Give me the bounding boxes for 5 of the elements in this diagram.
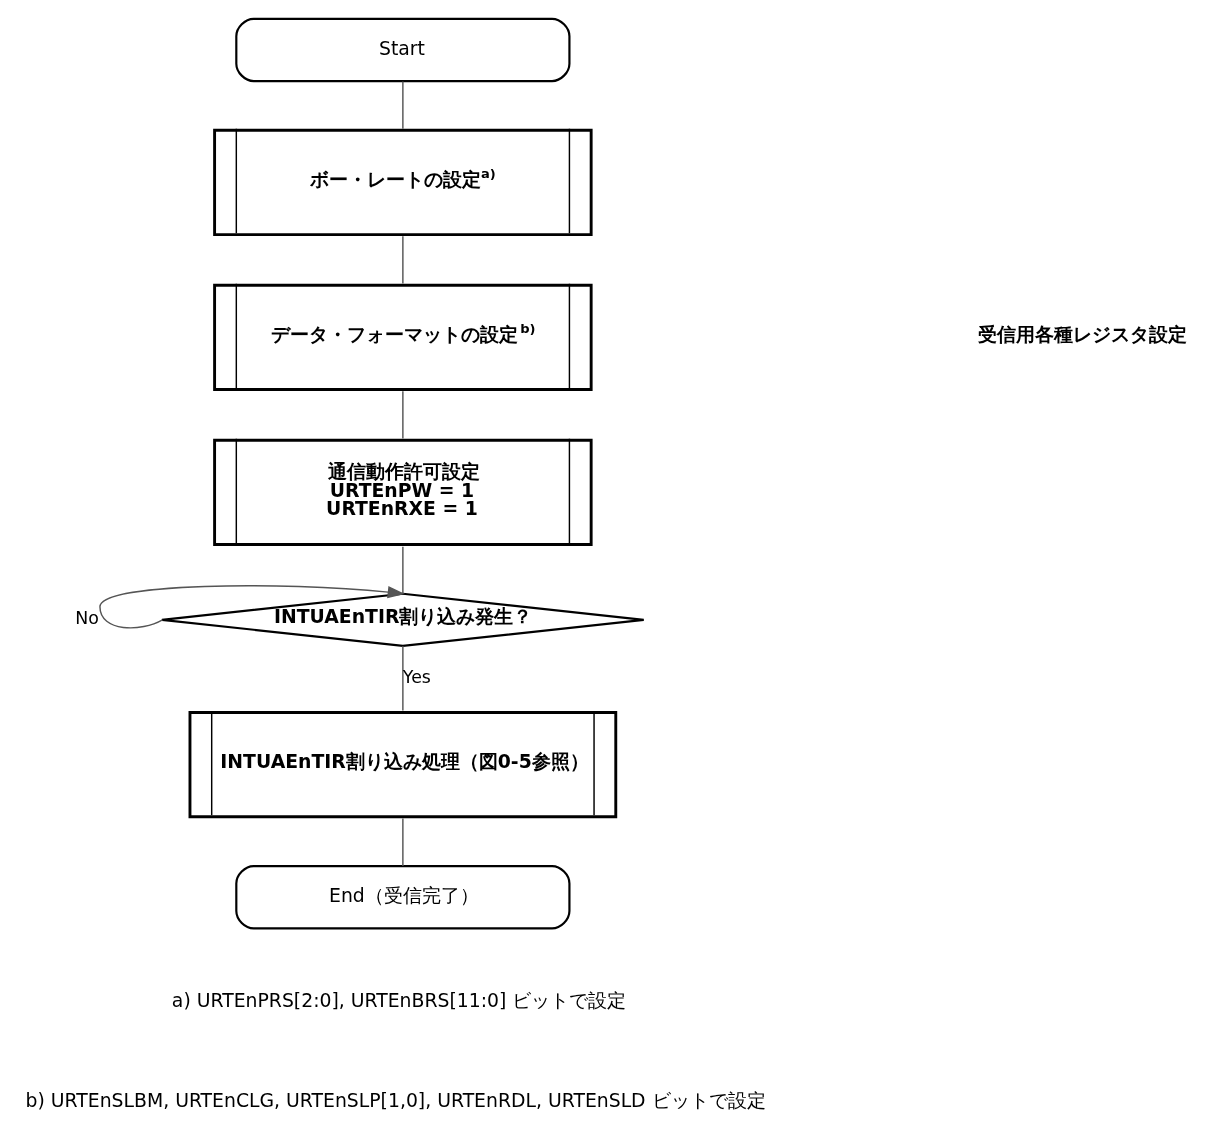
edge-label: No xyxy=(75,607,99,628)
edge-label: Yes xyxy=(402,666,431,687)
label: b) URTEnSLBM, URTEnCLG, URTEnSLP[1,0], URTEnRDL, URTEnSLD ビットで設定 xyxy=(25,1089,766,1111)
label: 受信用各種レジスタ設定 xyxy=(977,323,1187,345)
label: a) URTEnPRS[2:0], URTEnBRS[11:0] ビットで設定 xyxy=(171,989,627,1011)
